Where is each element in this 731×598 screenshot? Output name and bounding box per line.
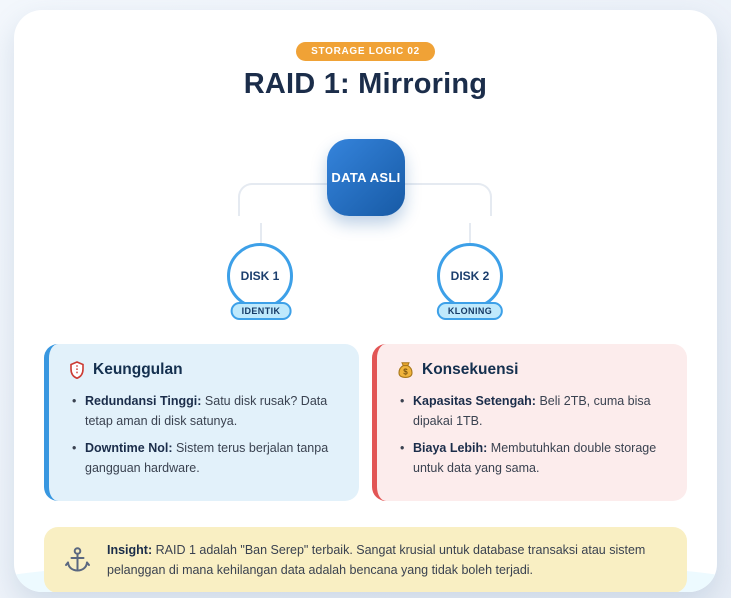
item-lead: Biaya Lebih: bbox=[413, 440, 488, 455]
insight-lead: Insight: bbox=[107, 543, 153, 557]
header: STORAGE LOGIC 02 RAID 1: Mirroring bbox=[14, 10, 717, 101]
list-item: Kapasitas Setengah: Beli 2TB, cuma bisa … bbox=[397, 391, 667, 432]
consequences-list: Kapasitas Setengah: Beli 2TB, cuma bisa … bbox=[397, 391, 667, 478]
item-lead: Redundansi Tinggi: bbox=[85, 394, 202, 408]
list-item: Biaya Lebih: Membutuhkan double storage … bbox=[397, 438, 667, 479]
item-text: Beli 2TB, cuma bisa dipakai 1TB. bbox=[413, 394, 651, 429]
list-item: Downtime Nol: Sistem terus berjalan tanp… bbox=[69, 438, 339, 479]
connector-line-disk2 bbox=[469, 223, 471, 243]
advantages-title-text: Keunggulan bbox=[93, 361, 183, 378]
page-title: RAID 1: Mirroring bbox=[243, 68, 488, 100]
item-text: Satu disk rusak? Data tetap aman di disk… bbox=[85, 394, 328, 429]
advantages-card: Keunggulan Redundansi Tinggi: Satu disk … bbox=[44, 344, 359, 501]
series-badge: STORAGE LOGIC 02 bbox=[296, 42, 435, 61]
shield-icon bbox=[69, 361, 85, 379]
consequences-title: $ Konsekuensi bbox=[397, 361, 667, 379]
item-text: Membutuhkan double storage untuk data ya… bbox=[413, 440, 657, 475]
infographic-card: STORAGE LOGIC 02 RAID 1: Mirroring DATA … bbox=[14, 10, 717, 592]
advantages-list: Redundansi Tinggi: Satu disk rusak? Data… bbox=[69, 391, 339, 478]
disk1-node: DISK 1 bbox=[227, 243, 293, 309]
advantages-title: Keunggulan bbox=[69, 361, 339, 379]
item-lead: Downtime Nol: bbox=[85, 440, 173, 455]
consequences-title-text: Konsekuensi bbox=[422, 361, 519, 378]
insight-body: RAID 1 adalah "Ban Serep" terbaik. Sanga… bbox=[107, 543, 646, 577]
insight-box: Insight: RAID 1 adalah "Ban Serep" terba… bbox=[44, 527, 687, 592]
disk1-tag: IDENTIK bbox=[230, 302, 292, 320]
disk2-node: DISK 2 bbox=[437, 243, 503, 309]
consequences-card: $ Konsekuensi Kapasitas Setengah: Beli 2… bbox=[372, 344, 687, 501]
list-item: Redundansi Tinggi: Satu disk rusak? Data… bbox=[69, 391, 339, 432]
anchor-icon bbox=[64, 546, 91, 574]
pros-cons-row: Keunggulan Redundansi Tinggi: Satu disk … bbox=[14, 344, 717, 501]
item-text: Sistem terus berjalan tanpa gangguan har… bbox=[85, 440, 329, 475]
item-lead: Kapasitas Setengah: bbox=[413, 394, 536, 408]
data-asli-node: DATA ASLI bbox=[327, 139, 405, 216]
svg-text:$: $ bbox=[403, 367, 408, 376]
disk2-tag: KLONING bbox=[436, 302, 504, 320]
raid-diagram: DATA ASLI DISK 1 DISK 2 IDENTIK KLONING bbox=[14, 101, 717, 344]
connector-line-disk1 bbox=[260, 223, 262, 243]
money-bag-icon: $ bbox=[397, 361, 414, 379]
insight-text: Insight: RAID 1 adalah "Ban Serep" terba… bbox=[107, 540, 667, 580]
